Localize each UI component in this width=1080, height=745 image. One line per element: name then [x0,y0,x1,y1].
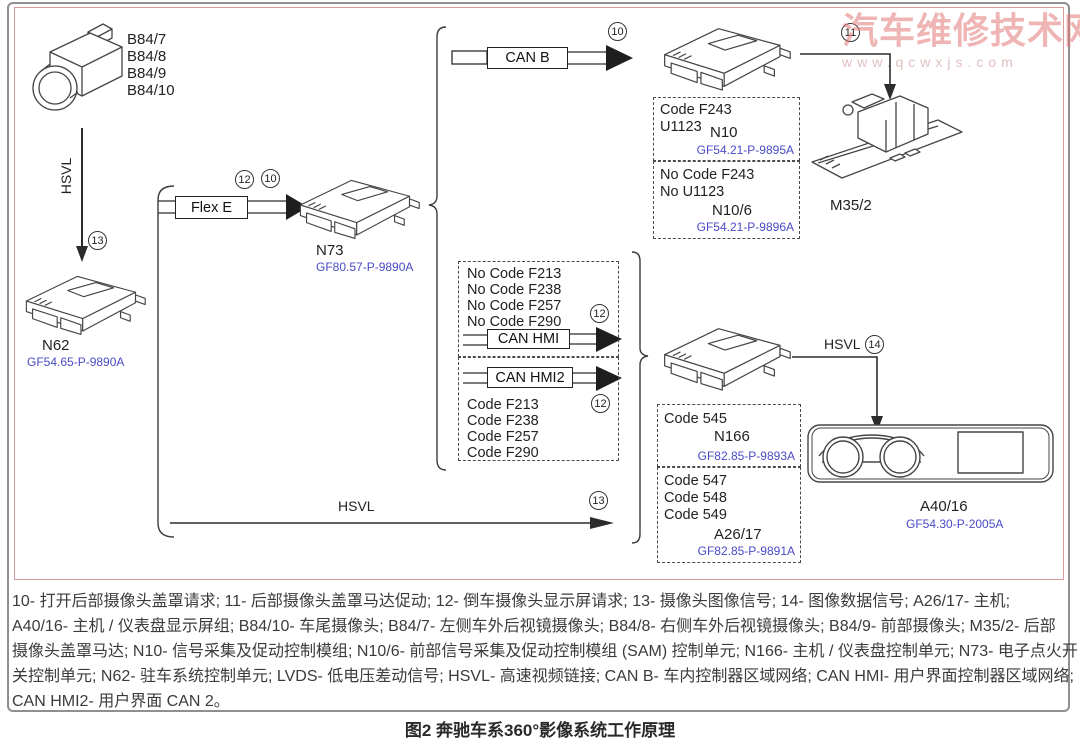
ecu-icon-n73 [299,179,420,240]
legend-line: A40/16- 主机 / 仪表盘显示屏组; B84/10- 车尾摄像头; B84… [12,618,1056,635]
callout-10: 10 [261,169,280,188]
module-code-n10-6: GF54.21-P-9896A [696,220,794,234]
option-box-n10: Code F243 U1123 N10 GF54.21-P-9895A [653,97,800,161]
module-label-n73: N73 [316,242,344,259]
hsvl-vertical-label: HSVL [58,157,74,195]
option-box-n166: Code 545 N166 GF82.85-P-9893A [657,404,801,467]
bus-can-hmi2: CAN HMI2 [487,367,573,388]
module-label-n62: N62 [42,337,70,354]
option-box-n10-6: No Code F243 No U1123 N10/6 GF54.21-P-98… [653,161,800,239]
option-line: Code F257 [467,429,539,445]
module-label-a40-16: A40/16 [920,498,968,515]
option-line: Code 545 [664,411,727,427]
hsvl-long-arrow [170,517,614,529]
instrument-cluster-icon [807,424,1054,483]
option-line: No Code F290 [467,314,562,330]
module-code-n10: GF54.21-P-9895A [696,143,794,157]
bus-can-b: CAN B [487,47,568,69]
ecu-icon-n10 [664,28,791,91]
hsvl-down-arrow [76,128,88,262]
diagram-frame [14,7,1064,580]
option-line: Code F290 [467,445,539,461]
camera-label: B84/9 [127,65,167,82]
bus-flex-e: Flex E [175,196,248,219]
cover-motor-icon [811,93,963,179]
figure-outer-border [7,2,1070,712]
left-bracket [157,185,175,538]
camera-label: B84/8 [127,48,167,65]
right-brace [631,251,649,544]
module-label-n10: N10 [710,124,738,141]
option-box-can-hmi: No Code F213 No Code F238 No Code F257 N… [458,261,619,357]
module-label-m35-2: M35/2 [830,197,872,214]
option-line: No Code F243 [660,167,755,183]
callout-10: 10 [608,22,627,41]
option-line: Code F213 [467,397,539,413]
legend-line: 摄像头盖罩马达; N10- 信号采集及促动控制模组; N10/6- 前部信号采集… [12,643,1078,660]
camera-labels: B84/7 B84/8 B84/9 B84/10 [127,31,175,99]
legend-line: CAN HMI2- 用户界面 CAN 2。 [12,693,230,710]
callout-14: 14 [865,335,884,354]
option-box-a26-17: Code 547 Code 548 Code 549 A26/17 GF82.8… [657,467,801,563]
cover-motor-arrow [800,53,896,100]
option-line: No Code F238 [467,282,562,298]
callout-12: 12 [590,304,609,323]
ecu-icon-n62 [25,275,146,336]
diagram-artwork [25,23,1054,544]
can-hmi2-arrow [463,366,622,391]
module-label-n166: N166 [714,428,750,445]
hsvl-long-label: HSVL [338,498,375,514]
option-line: Code 547 [664,473,727,489]
option-line: Code F243 [660,102,732,118]
option-line: No U1123 [660,184,725,200]
module-label-n10-6: N10/6 [712,202,753,219]
module-code-n62: GF54.65-P-9890A [27,355,125,369]
option-box-can-hmi2: Code F213 Code F238 Code F257 Code F290 [458,357,619,461]
hsvl-cluster-label: HSVL [824,336,861,352]
camera-label: B84/7 [127,31,167,48]
module-code-n73: GF80.57-P-9890A [316,260,414,274]
ecu-icon-n166 [664,328,791,391]
callout-12: 12 [591,394,610,413]
legend-line: 10- 打开后部摄像头盖罩请求; 11- 后部摄像头盖罩马达促动; 12- 倒车… [12,593,1011,610]
legend-text: 10- 打开后部摄像头盖罩请求; 11- 后部摄像头盖罩马达促动; 12- 倒车… [12,589,1078,714]
bus-can-hmi: CAN HMI [487,329,570,349]
option-line: No Code F213 [467,266,562,282]
module-code-a26-17: GF82.85-P-9891A [697,544,795,558]
camera-icon [32,23,123,111]
can-hmi-arrow [463,327,622,352]
option-line: Code 548 [664,490,727,506]
callout-12: 12 [235,170,254,189]
option-line: Code 549 [664,507,727,523]
option-line: No Code F257 [467,298,562,314]
module-code-a40-16: GF54.30-P-2005A [906,517,1004,531]
option-line: Code F238 [467,413,539,429]
camera-label: B84/10 [127,82,175,99]
callout-11: 11 [841,23,860,42]
option-line: U1123 [660,119,702,135]
module-label-a26-17: A26/17 [714,526,762,543]
hsvl-cluster-arrow [792,356,883,432]
legend-line: 关控制单元; N62- 驻车系统控制单元; LVDS- 低电压差动信号; HSV… [12,668,1074,685]
flex-e-arrow [158,194,308,220]
figure-caption: 图2 奔驰车系360°影像系统工作原理 [404,721,676,740]
center-brace [428,26,447,471]
callout-13: 13 [589,491,608,510]
callout-13: 13 [88,231,107,250]
module-code-n166: GF82.85-P-9893A [697,449,795,463]
